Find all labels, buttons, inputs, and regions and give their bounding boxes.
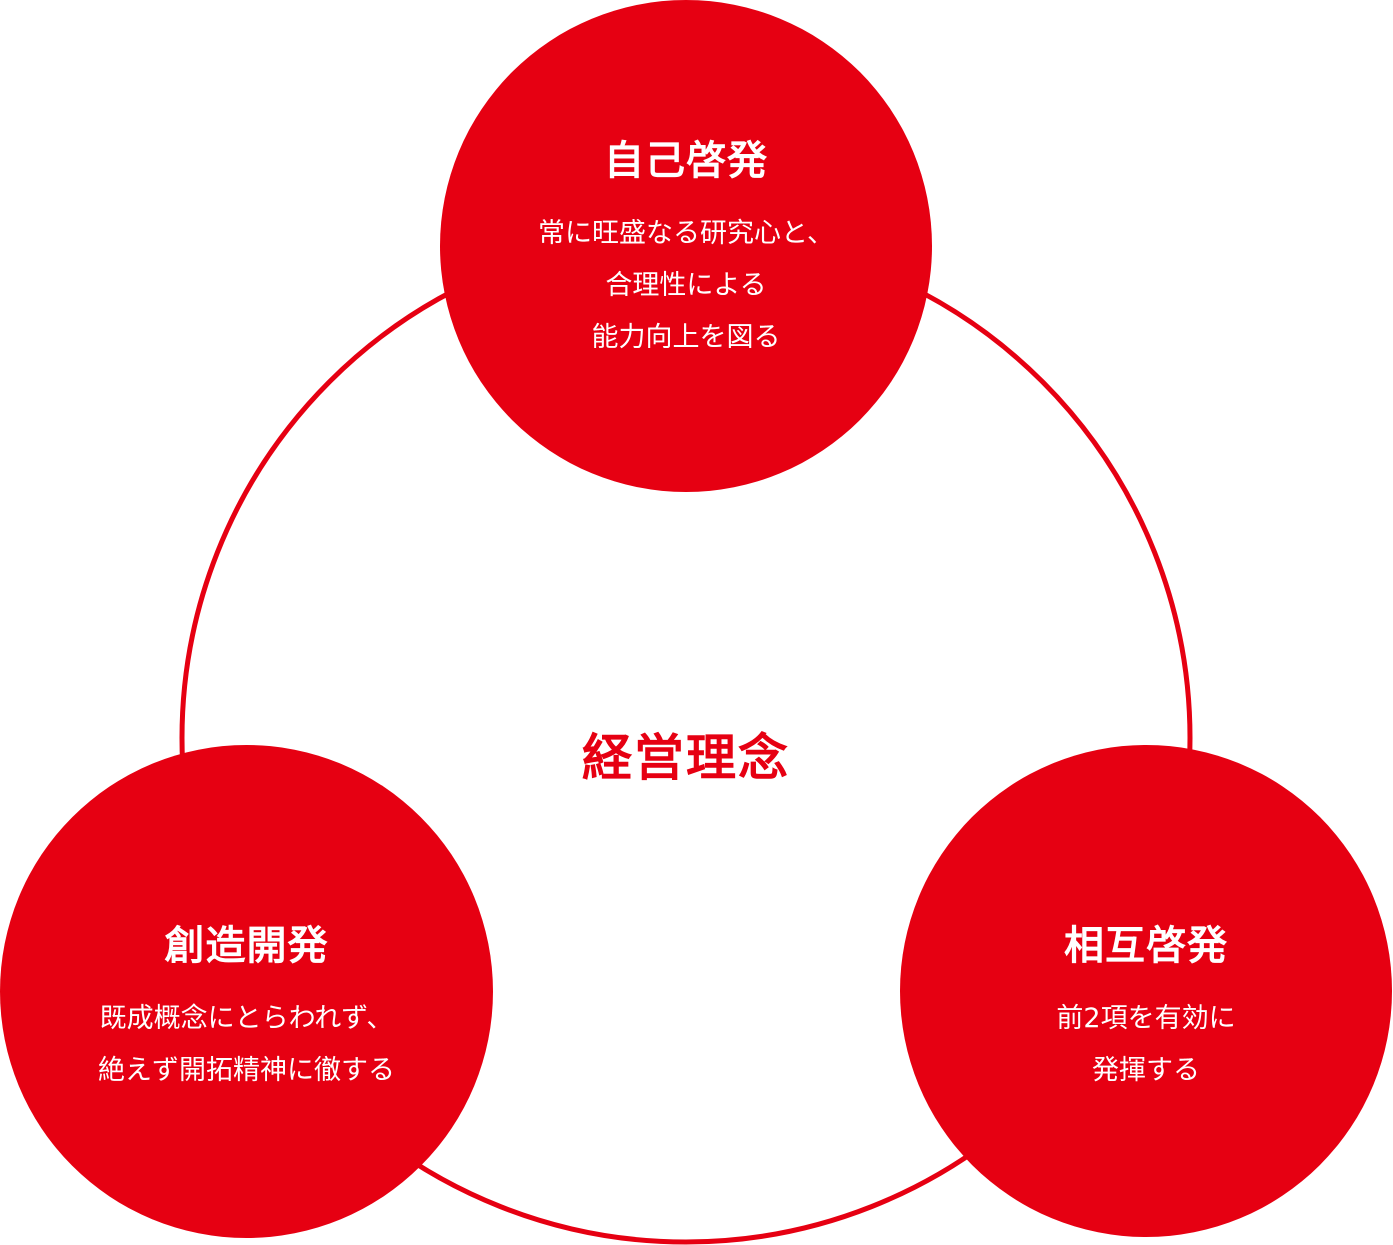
node-description-line: 絶えず開拓精神に徹する <box>98 1055 395 1086</box>
node-creative-development: 創造開発 既成概念にとらわれず、 絶えず開拓精神に徹する <box>0 745 493 1238</box>
node-description-line: 合理性による <box>605 270 767 301</box>
node-self-development: 自己啓発 常に旺盛なる研究心と、 合理性による 能力向上を図る <box>440 0 932 492</box>
node-description-line: 既成概念にとらわれず、 <box>99 1003 394 1034</box>
node-description: 既成概念にとらわれず、 絶えず開拓精神に徹する <box>98 993 395 1097</box>
center-title: 経営理念 <box>582 729 790 787</box>
node-title: 相互啓発 <box>1064 923 1228 969</box>
node-title: 創造開発 <box>164 923 329 969</box>
node-description-line: 能力向上を図る <box>591 322 781 353</box>
node-mutual-development: 相互啓発 前2項を有効に 発揮する <box>900 745 1392 1237</box>
node-description-line: 前2項を有効に <box>1056 1003 1236 1034</box>
node-title: 自己啓発 <box>604 138 768 184</box>
node-description: 常に旺盛なる研究心と、 合理性による 能力向上を図る <box>538 208 834 364</box>
node-description-line: 発揮する <box>1092 1055 1200 1086</box>
node-description: 前2項を有効に 発揮する <box>1056 993 1235 1097</box>
node-description-line: 常に旺盛なる研究心と、 <box>538 218 834 249</box>
